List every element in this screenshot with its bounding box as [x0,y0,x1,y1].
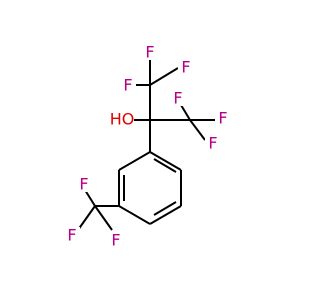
atom-label-f9: F [111,231,120,250]
atom-f2: F [120,76,136,95]
atom-f1: F [142,43,158,62]
atom-label-layer: F F F F F F HO [64,43,231,250]
atom-label-f5: F [218,109,227,128]
atom-f3: F [178,58,194,77]
atom-label-f6: F [208,134,217,153]
ring-bond-6 [118,151,151,171]
bond-cf3c-f9 [94,205,113,231]
bond-cf3b-f6 [189,119,206,141]
bond-cf3a-f3 [149,67,179,86]
atom-f8: F [64,226,80,245]
bond-cf3c-f7 [84,189,96,207]
atom-label-f8: F [67,226,76,245]
ring-bond-1 [149,151,182,171]
ring-bond-4 [118,205,151,225]
atom-label-oh: HO [110,110,135,129]
ring-double-1 [153,158,177,173]
atom-f9: F [108,231,124,250]
bond-layer [77,52,215,231]
atom-f5: F [215,109,231,128]
atom-label-f4: F [173,89,182,108]
molecule-diagram: F F F F F F HO [64,42,231,250]
structure-svg: F F F F F F HO [64,42,231,250]
atom-label-f7: F [79,175,88,194]
atom-label-f1: F [145,43,154,62]
atom-f7: F [76,175,92,194]
atom-oh: HO [110,110,135,129]
bond-cf3c-f8 [77,205,96,231]
ring-bond-3 [149,205,182,225]
atom-f4: F [170,89,186,108]
atom-f6: F [205,134,221,153]
atom-label-f2: F [123,76,132,95]
ring-double-2 [153,201,177,216]
atom-label-f3: F [181,58,190,77]
